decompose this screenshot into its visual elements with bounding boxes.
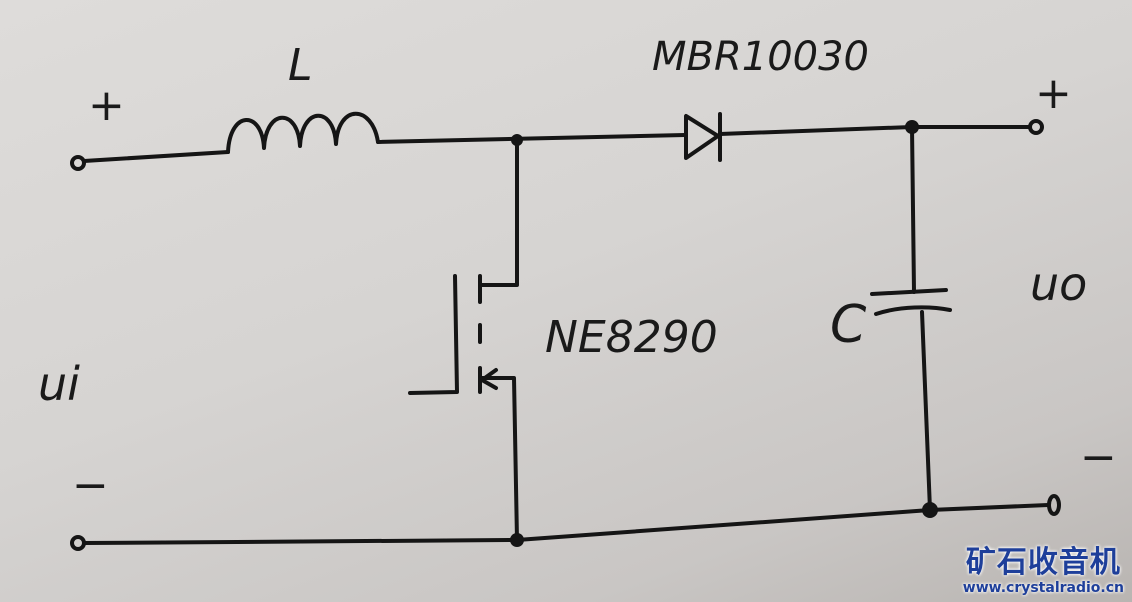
input-positive-terminal: [70, 155, 86, 171]
diode-label: MBR10030: [652, 34, 869, 80]
junction-source: [510, 533, 524, 547]
mosfet-source: [480, 376, 519, 542]
watermark: 矿石收音机 www.crystalradio.cn: [962, 545, 1124, 597]
input-voltage-label: ui: [38, 357, 80, 411]
wire-input-to-inductor: [82, 150, 230, 163]
capacitor-label: C: [830, 295, 867, 355]
input-minus-label: −: [72, 460, 109, 511]
wire-ground: [82, 503, 1050, 545]
junction-output: [905, 120, 919, 134]
mosfet-gate: [408, 274, 459, 395]
output-plus-label: +: [1035, 68, 1072, 119]
inductor-label: L: [288, 40, 313, 91]
input-plus-label: +: [88, 80, 125, 131]
watermark-title: 矿石收音机: [965, 545, 1121, 580]
wire-diode-to-output: [718, 125, 1032, 136]
inductor-coil: [226, 111, 380, 154]
watermark-url: www.crystalradio.cn: [962, 580, 1124, 596]
output-positive-terminal: [1028, 119, 1044, 135]
junction-drain: [511, 134, 523, 146]
output-voltage-label: uo: [1030, 257, 1087, 311]
wire-drain: [480, 138, 519, 287]
diode-symbol: [684, 112, 722, 162]
mosfet-arrow: [480, 368, 498, 390]
capacitor-plates: [870, 288, 952, 316]
wire-to-capacitor: [910, 125, 916, 294]
output-minus-label: −: [1080, 432, 1117, 483]
wire-inductor-to-diode: [376, 133, 687, 144]
wire-capacitor-to-ground: [920, 310, 932, 512]
mosfet-label: NE8290: [545, 312, 718, 363]
junction-ground-output: [922, 502, 938, 518]
output-negative-terminal: [1047, 494, 1061, 516]
